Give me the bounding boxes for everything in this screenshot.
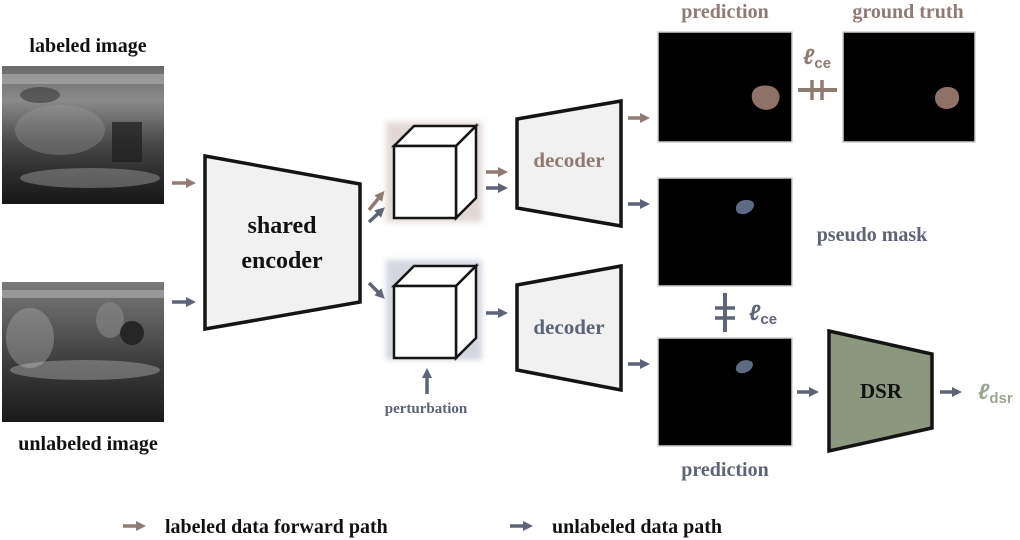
dsr-loss-label: ℓdsr: [978, 379, 1013, 407]
shared-encoder: [203, 153, 362, 332]
unlabeled-image-label: unlabeled image: [18, 433, 158, 455]
perturbed-feature-cube-icon: [386, 260, 482, 362]
ground-truth-label: ground truth: [852, 1, 963, 23]
dsr-loss-subscript: dsr: [989, 390, 1013, 407]
ce-loss-top-symbol: ℓ: [803, 44, 815, 69]
dsr-label: DSR: [860, 379, 903, 403]
dsr-block: [827, 328, 934, 454]
encoder-label-line1: shared: [248, 213, 318, 239]
ground-truth-mask: [842, 31, 976, 143]
unlabeled-ultrasound-image: [2, 282, 164, 422]
labeled-image-label: labeled image: [29, 35, 146, 57]
encoder-to-cube-perturbed-arrow-icon: [367, 281, 385, 299]
ce-loss-top-equal-bar-icon: [798, 80, 837, 100]
pseudo-mask: [657, 177, 793, 287]
labeled-ultrasound-image: [2, 66, 164, 204]
decoder-bottom: [515, 263, 623, 393]
decoder-top: [515, 98, 623, 229]
encoder-to-cube-unlabeled-arrow-icon: [367, 207, 385, 224]
prediction-bottom-label: prediction: [681, 459, 768, 481]
ce-loss-middle-symbol: ℓ: [749, 300, 761, 325]
pseudo-mask-label: pseudo mask: [817, 224, 928, 246]
legend-unlabeled-label: unlabeled data path: [552, 516, 722, 538]
decoder-top-label: decoder: [533, 148, 604, 172]
ce-loss-middle-equal-bar-icon: [715, 293, 735, 332]
prediction-top-mask: [657, 31, 793, 143]
ce-loss-middle-subscript: ce: [760, 311, 777, 328]
feature-cube-icon: [386, 122, 482, 222]
prediction-bottom-mask: [657, 337, 793, 447]
perturbation-label: perturbation: [385, 401, 468, 417]
ce-loss-top-subscript: ce: [814, 55, 831, 72]
decoder-bottom-label: decoder: [533, 315, 604, 339]
legend-labeled-label: labeled data forward path: [165, 516, 388, 538]
ce-loss-middle-label: ℓce: [749, 300, 777, 328]
prediction-top-label: prediction: [681, 1, 768, 23]
encoder-to-cube-labeled-arrow-icon: [367, 190, 385, 212]
ce-loss-top-label: ℓce: [803, 44, 831, 72]
encoder-label-line2: encoder: [241, 248, 323, 274]
dsr-loss-symbol: ℓ: [978, 379, 990, 404]
